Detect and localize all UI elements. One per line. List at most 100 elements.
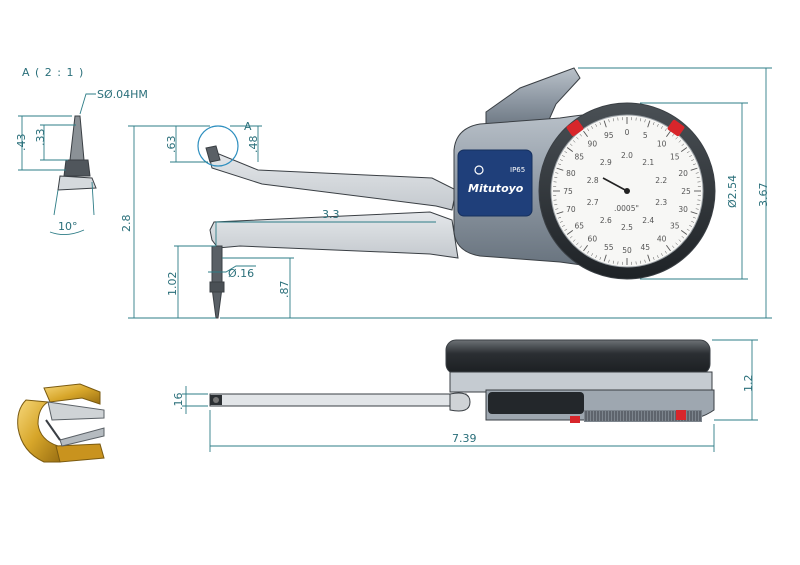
tip-spec-label: SØ.04HM xyxy=(97,88,148,101)
dial-outer-number: 60 xyxy=(588,235,598,244)
dial-tick xyxy=(555,172,559,174)
dial-tick xyxy=(681,143,685,146)
dial-tick xyxy=(556,211,564,215)
dim-48: .48 xyxy=(247,136,260,154)
upper-probe-tip xyxy=(205,145,221,163)
dial-tick xyxy=(583,130,588,138)
dial-inner-number: 2.0 xyxy=(621,151,633,160)
dial-outer-number: 70 xyxy=(566,205,576,214)
dim-63: .63 xyxy=(165,136,178,154)
dial-tick xyxy=(696,204,700,206)
side-case-mid xyxy=(449,371,713,393)
dial-inner-number: 2.2 xyxy=(655,176,667,185)
dial-outer-number: 45 xyxy=(640,243,650,252)
dial-tick xyxy=(660,126,663,129)
detail-probe-body xyxy=(63,159,91,177)
dial-tick xyxy=(689,155,692,158)
dial-resolution: .0005" xyxy=(614,204,639,213)
zero-button-icon[interactable] xyxy=(474,165,484,175)
dial-inner-number: 2.8 xyxy=(587,176,599,185)
dim-dial-diameter: Ø2.54 xyxy=(726,175,739,208)
dim-102: 1.02 xyxy=(166,272,179,297)
dial-tick xyxy=(640,118,642,122)
dial-tick xyxy=(675,242,678,246)
side-arm-joint xyxy=(449,392,471,412)
dial-inner-scale: 2.02.12.22.32.42.52.62.72.82.9 xyxy=(587,151,668,232)
dial-tick xyxy=(692,216,696,219)
detail-dim-33: .33 xyxy=(34,129,47,147)
dial-outer-number: 95 xyxy=(604,131,614,140)
dial-tick xyxy=(579,133,582,137)
dial-tick xyxy=(695,172,699,174)
dial-inner-number: 2.1 xyxy=(642,158,654,167)
dial-tick xyxy=(678,140,682,143)
dial-tick xyxy=(681,236,685,239)
side-case-top xyxy=(445,339,711,375)
dial-inner-number: 2.6 xyxy=(600,216,612,225)
tolerance-marker-left[interactable] xyxy=(566,119,584,137)
detail-probe-arm xyxy=(57,175,97,191)
dial-inner-number: 2.7 xyxy=(587,198,599,207)
dial-tick xyxy=(555,208,559,210)
dial-inner-number: 2.4 xyxy=(642,216,654,225)
dial-tick xyxy=(554,176,558,178)
dial-tick xyxy=(666,130,671,138)
dial-tick xyxy=(612,260,614,264)
dial-tick xyxy=(608,259,610,263)
dial-tick xyxy=(576,136,579,140)
dial-tick xyxy=(564,228,568,231)
dial-tick xyxy=(696,176,700,178)
dial-inner-number: 2.9 xyxy=(600,158,612,167)
dial-tick xyxy=(562,224,565,227)
dial-tick xyxy=(572,239,576,242)
dial-outer-number: 55 xyxy=(604,243,614,252)
dial-outer-number: 25 xyxy=(681,187,691,196)
dial-outer-number: 40 xyxy=(657,235,667,244)
dial-tick xyxy=(691,159,695,161)
dial-tick xyxy=(686,228,690,231)
dial-tick xyxy=(595,123,597,127)
dial-tick xyxy=(595,255,597,259)
dial-tick xyxy=(559,221,563,223)
dial-tick xyxy=(554,204,558,206)
side-arm xyxy=(209,393,467,407)
side-dim-739: 7.39 xyxy=(452,432,477,445)
lower-jaw-arm xyxy=(209,211,459,259)
dial-tick xyxy=(558,163,562,166)
ip-rating: IP65 xyxy=(510,166,525,174)
dial-tick xyxy=(652,256,655,260)
side-marker-right[interactable] xyxy=(676,410,686,420)
dial-outer-number: 85 xyxy=(574,152,584,161)
dial-tick xyxy=(644,119,646,123)
side-dim-12: 1.2 xyxy=(742,375,755,393)
detail-marker: A xyxy=(244,120,252,133)
dial-tick xyxy=(603,254,607,262)
dim-28: 2.8 xyxy=(120,215,133,233)
dial-tick xyxy=(690,167,698,171)
tolerance-marker-right[interactable] xyxy=(667,119,685,137)
dial-needle xyxy=(602,177,628,192)
detail-a-view: A ( 2 : 1 ) SØ.04HM .43 .33 10° xyxy=(15,66,148,235)
side-marker-left[interactable] xyxy=(570,416,580,423)
dial-outer-number: 0 xyxy=(625,128,630,137)
dial-tick xyxy=(579,245,582,249)
dial-tick xyxy=(657,255,659,259)
dial-tick xyxy=(603,120,607,128)
dial-tick xyxy=(591,126,594,129)
probe-iso-view xyxy=(17,383,105,463)
dial-tick xyxy=(660,253,663,256)
dial-tick xyxy=(689,224,692,227)
dial-tick xyxy=(644,259,646,263)
dial-tick xyxy=(672,133,675,137)
dial-tick xyxy=(695,208,699,210)
dial-outer-number: 20 xyxy=(678,169,688,178)
dial-tick xyxy=(564,151,568,154)
side-view: .16 1.2 7.39 xyxy=(172,339,758,452)
dial-tick xyxy=(664,250,667,254)
dial-tick xyxy=(666,244,671,252)
side-lever-dark xyxy=(488,392,584,414)
dial-tick xyxy=(558,216,562,219)
dim-33: 3.3 xyxy=(322,208,340,221)
